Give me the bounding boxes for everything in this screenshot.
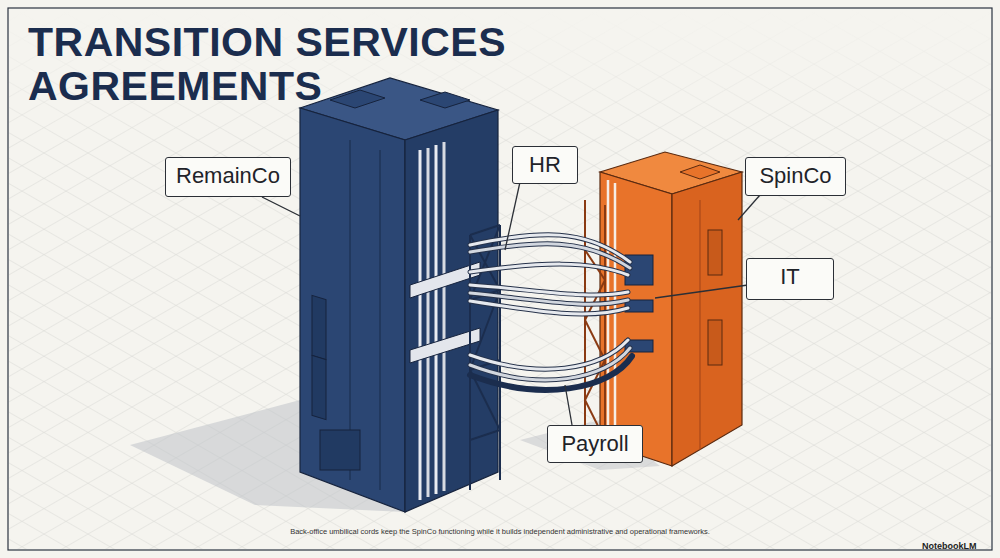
- grid: [9, 9, 991, 549]
- callout-box: Payroll: [547, 425, 643, 463]
- callout-text: HR: [523, 152, 567, 178]
- frame: [8, 8, 992, 550]
- cable-bundle: [470, 235, 632, 390]
- callout-text: Payroll: [558, 431, 632, 457]
- watermark: NotebookLM: [922, 541, 977, 551]
- callout-box: IT: [746, 258, 834, 300]
- title: TRANSITION SERVICES AGREEMENTS: [28, 20, 588, 108]
- callout-box: HR: [512, 146, 578, 184]
- callout-box: SpinCo: [745, 157, 846, 196]
- shadow: [520, 420, 660, 470]
- callout-text: SpinCo: [756, 163, 835, 189]
- grid: [9, 9, 991, 549]
- leader-line: [262, 182, 760, 425]
- callout-text: RemainCo: [176, 163, 280, 189]
- callout-box: RemainCo: [165, 157, 291, 197]
- callout-text: IT: [757, 264, 823, 290]
- grid-fade: [9, 9, 991, 549]
- caption: Back-office umbilical cords keep the Spi…: [250, 527, 750, 537]
- remainco-building: [300, 78, 498, 512]
